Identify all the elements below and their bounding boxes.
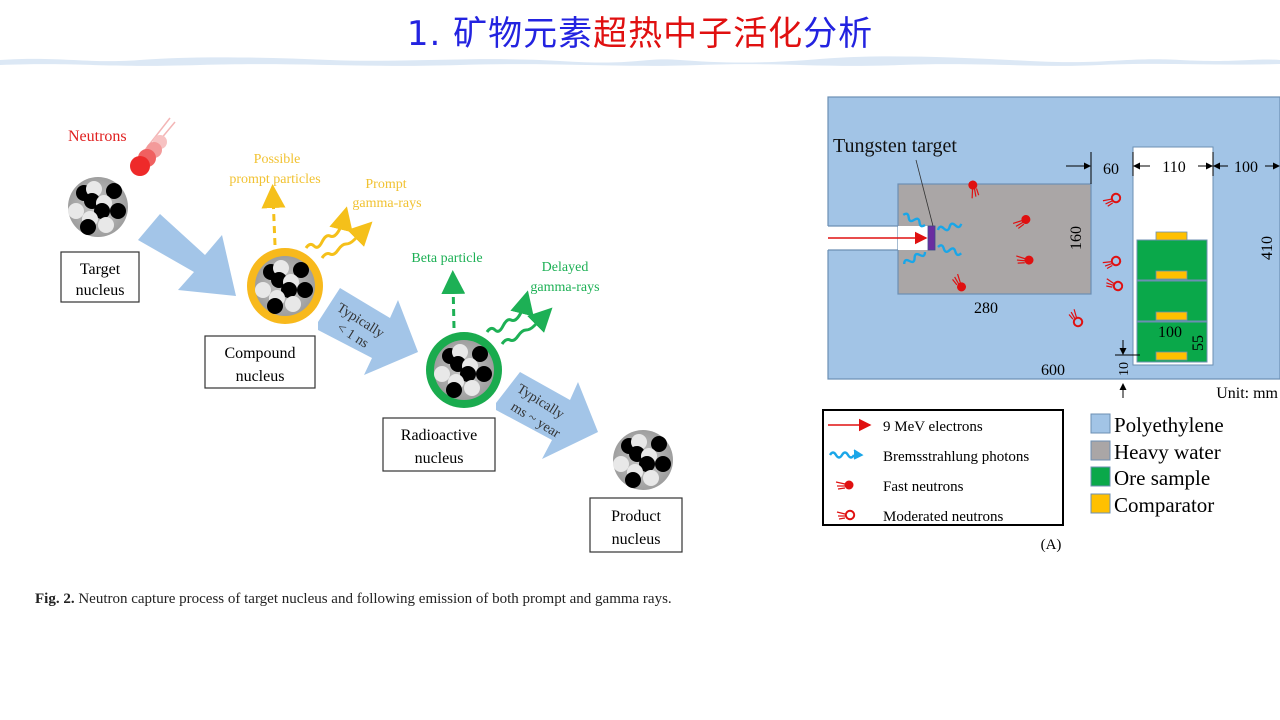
neutrons-label: Neutrons — [68, 128, 127, 145]
unit-label: Unit: mm — [1216, 385, 1278, 402]
neutron-comet-icon — [130, 117, 176, 176]
product-nucleus-icon — [613, 430, 673, 490]
prompt-gamma-label-2: gamma-rays — [352, 196, 421, 211]
legend-comparator: Comparator — [1114, 493, 1214, 517]
beta-arrow — [441, 270, 466, 329]
title-part-1: 1. 矿物元素 — [406, 14, 594, 54]
dim-410: 410 — [1259, 236, 1276, 260]
comparator-4 — [1155, 351, 1188, 361]
delayed-label-2: gamma-rays — [530, 280, 599, 295]
target-nucleus-label-2: nucleus — [76, 282, 125, 299]
compound-nucleus-icon — [255, 256, 315, 316]
heavy-water-swatch — [1090, 440, 1111, 461]
compound-nucleus-box — [204, 335, 316, 389]
dim-160: 160 — [1068, 226, 1085, 250]
possible-label-1: Possible — [254, 152, 301, 167]
delayed-label-1: Delayed — [542, 260, 589, 275]
legend-polyethylene: Polyethylene — [1114, 413, 1224, 437]
legend-photons: Bremsstrahlung photons — [883, 449, 1029, 465]
irradiation-setup-diagram: Tungsten target 60 110 100 410 160 28 — [822, 96, 1280, 553]
panel-label: (A) — [1041, 537, 1062, 553]
comparator-swatch — [1090, 493, 1111, 514]
comparator-1 — [1155, 231, 1188, 241]
dim-100: 100 — [1158, 324, 1182, 341]
tungsten-target — [927, 225, 936, 251]
legend-ore-sample: Ore sample — [1114, 466, 1210, 490]
delayed-gamma-wave-1 — [485, 290, 534, 333]
page-title: 1. 矿物元素超热中子活化分析 — [0, 6, 1280, 55]
title-underline-wave — [0, 56, 1280, 66]
tungsten-leader-line — [915, 159, 934, 227]
dim-280: 280 — [974, 300, 998, 317]
dim-110: 110 — [1162, 159, 1185, 176]
delayed-gamma-wave-2 — [500, 307, 553, 345]
legend-electrons: 9 MeV electrons — [883, 419, 983, 435]
legend-fast-neutrons: Fast neutrons — [883, 479, 964, 495]
possible-label-2: prompt particles — [229, 172, 320, 187]
dim-55: 55 — [1190, 335, 1207, 351]
comparator-2 — [1155, 270, 1188, 280]
radioactive-nucleus-icon — [434, 340, 494, 400]
radioactive-label-2: nucleus — [415, 450, 464, 467]
process-arrow-1 — [138, 214, 236, 296]
dimension-lines — [1066, 152, 1280, 398]
tungsten-label: Tungsten target — [833, 135, 957, 157]
product-label-1: Product — [611, 508, 661, 525]
process-arrow-2 — [318, 288, 418, 375]
caption-text: Neutron capture process of target nucleu… — [74, 591, 672, 607]
dim-60: 60 — [1103, 161, 1119, 178]
target-nucleus-icon — [68, 177, 128, 237]
prompt-gamma-wave-2 — [320, 221, 373, 259]
figure-caption: Fig. 2. Neutron capture process of targe… — [35, 589, 705, 610]
comparator-3 — [1155, 311, 1188, 321]
legend-heavy-water: Heavy water — [1114, 440, 1221, 464]
compound-label-1: Compound — [224, 345, 295, 362]
target-nucleus-box — [60, 251, 140, 303]
product-label-2: nucleus — [612, 531, 661, 548]
product-nucleus-box — [589, 497, 683, 553]
legend-moderated-neutrons: Moderated neutrons — [883, 509, 1004, 525]
polyethylene-swatch — [1090, 413, 1111, 434]
title-part-3: 分析 — [803, 14, 874, 54]
dim-100-top: 100 — [1234, 159, 1258, 176]
radioactive-label-1: Radioactive — [401, 427, 477, 444]
dim-10: 10 — [1117, 362, 1132, 376]
neutron-capture-diagram: Neutrons Target nucleus Possible prompt … — [60, 117, 683, 553]
compound-label-2: nucleus — [236, 368, 285, 385]
caption-bold: Fig. 2. — [35, 591, 75, 607]
radioactive-nucleus-box — [382, 417, 496, 472]
prompt-particle-arrow — [261, 184, 286, 246]
ore-sample-swatch — [1090, 466, 1111, 487]
target-nucleus-label-1: Target — [80, 261, 121, 278]
process-arrow-3 — [496, 372, 598, 459]
title-part-2: 超热中子活化 — [593, 14, 804, 54]
line-legend-box — [822, 409, 1064, 526]
beta-label: Beta particle — [411, 251, 482, 266]
prompt-gamma-wave-1 — [304, 206, 353, 249]
prompt-gamma-label-1: Prompt — [365, 177, 406, 192]
dim-600: 600 — [1041, 362, 1065, 379]
